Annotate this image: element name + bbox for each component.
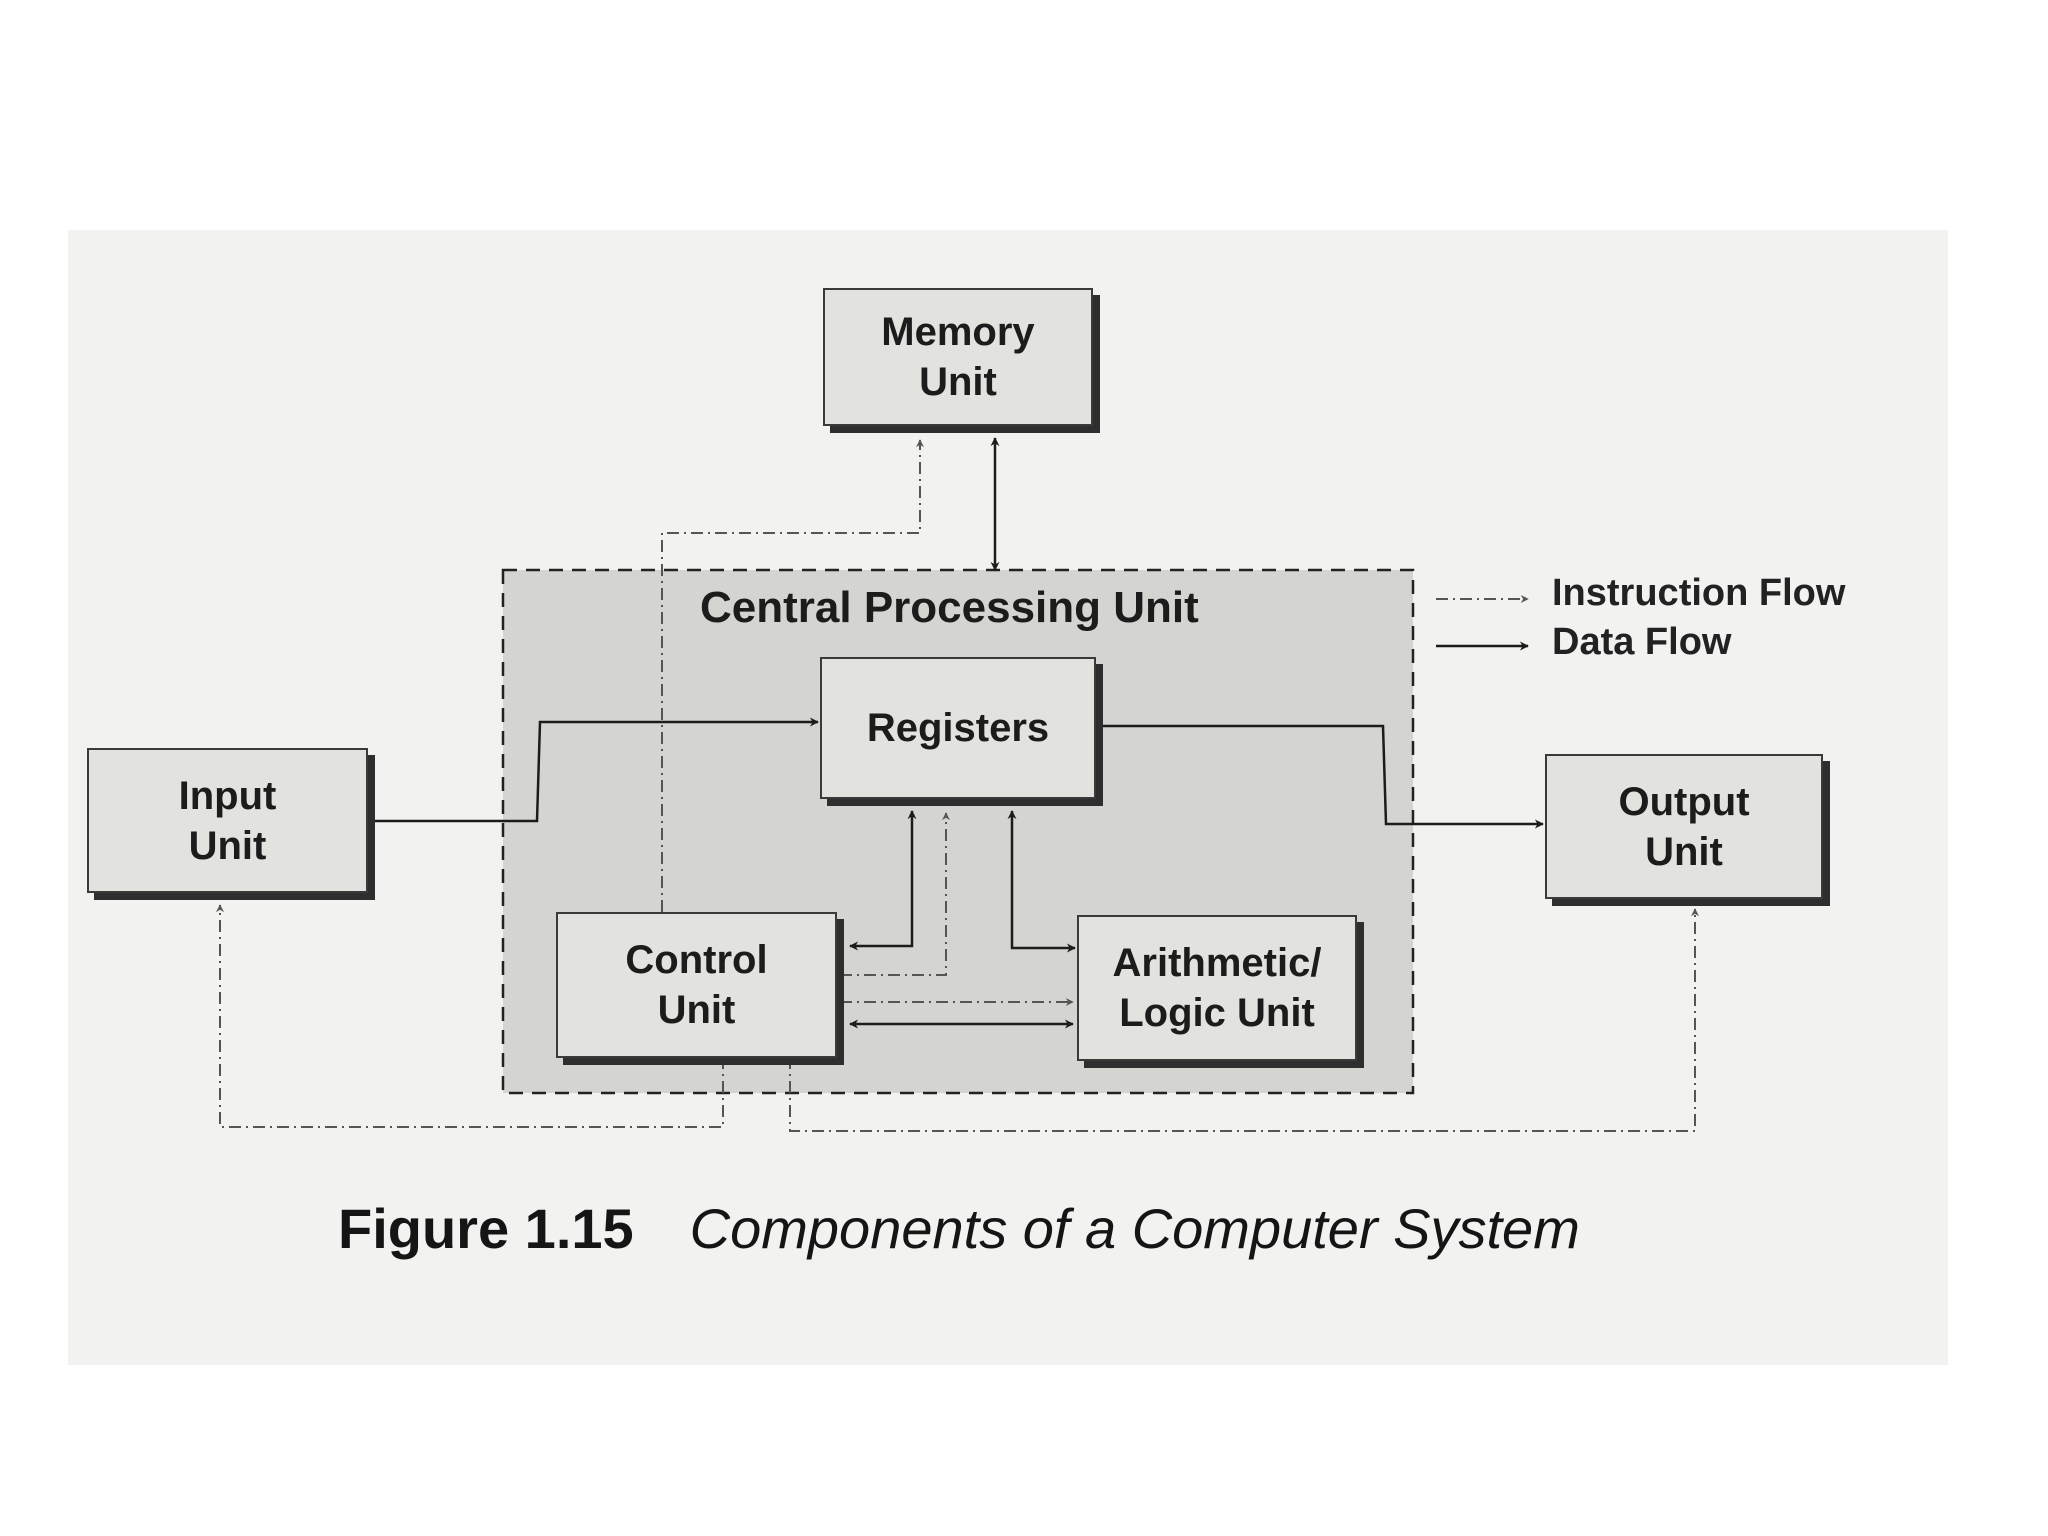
alu-label: Arithmetic/ Logic Unit xyxy=(1112,941,1322,1035)
data-line-registers-alu xyxy=(1007,810,1076,953)
instr-line-control-output xyxy=(789,908,1699,1132)
output-unit-box: Output Unit xyxy=(1545,754,1823,899)
output-unit-label: Output Unit xyxy=(1618,779,1750,874)
memory-unit-box: Memory Unit xyxy=(823,288,1093,426)
memory-unit-label: Memory Unit xyxy=(881,310,1035,404)
alu-box: Arithmetic/ Logic Unit xyxy=(1077,915,1357,1061)
cpu-title: Central Processing Unit xyxy=(700,583,1199,632)
instruction-flow-lines xyxy=(216,439,1699,1132)
legend-instruction-label: Instruction Flow xyxy=(1552,572,1846,614)
legend-data-label: Data Flow xyxy=(1552,621,1732,663)
instr-line-control-input xyxy=(216,904,724,1128)
data-line-input-registers xyxy=(372,717,819,823)
input-unit-label: Input Unit xyxy=(178,773,277,868)
registers-label: Registers xyxy=(866,706,1050,750)
data-line-registers-output xyxy=(1098,724,1544,829)
instr-line-control-registers xyxy=(840,812,950,976)
instr-line-control-memory xyxy=(661,439,924,912)
control-unit-box: Control Unit xyxy=(556,912,837,1058)
figure-number: Figure 1.15 xyxy=(338,1197,634,1260)
registers-box: Registers xyxy=(820,657,1096,799)
input-unit-box: Input Unit xyxy=(87,748,368,893)
figure-title: Components of a Computer System xyxy=(689,1197,1580,1260)
control-unit-label: Control Unit xyxy=(625,938,768,1032)
data-line-registers-control xyxy=(849,810,917,951)
data-flow-lines xyxy=(372,437,1544,1029)
figure-caption: Figure 1.15 Components of a Computer Syst… xyxy=(338,1196,1580,1261)
